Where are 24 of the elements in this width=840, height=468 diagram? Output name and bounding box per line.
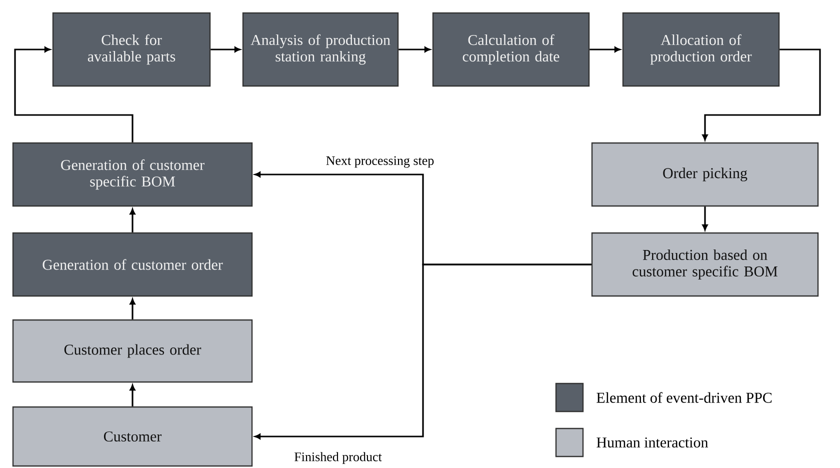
arrow [702, 206, 708, 230]
process-box: Check for available parts [52, 12, 211, 87]
edge-label: Next processing step [324, 155, 436, 169]
arrow [130, 384, 136, 406]
arrow [210, 46, 240, 52]
legend-label: Human interaction [596, 437, 708, 448]
edge-label: Finished product [293, 451, 383, 465]
process-box: Generation of customer specific BOM [12, 142, 253, 207]
arrow [590, 46, 620, 52]
legend-label: Element of event-driven PPC [596, 392, 772, 403]
arrow [130, 298, 136, 320]
arrow [130, 208, 136, 232]
arrow [14, 46, 134, 142]
process-box: Customer [12, 406, 253, 467]
process-box: Production based on customer specific BOM [591, 232, 819, 297]
arrow [254, 264, 592, 440]
process-box: Order picking [591, 142, 819, 207]
process-box: Generation of customer order [12, 232, 253, 297]
arrow [398, 46, 430, 52]
arrow [702, 48, 821, 140]
process-box: Allocation of production order [622, 12, 780, 87]
process-box: Customer places order [12, 319, 253, 383]
process-box: Calculation of completion date [432, 12, 590, 87]
process-box: Analysis of production station ranking [242, 12, 399, 87]
